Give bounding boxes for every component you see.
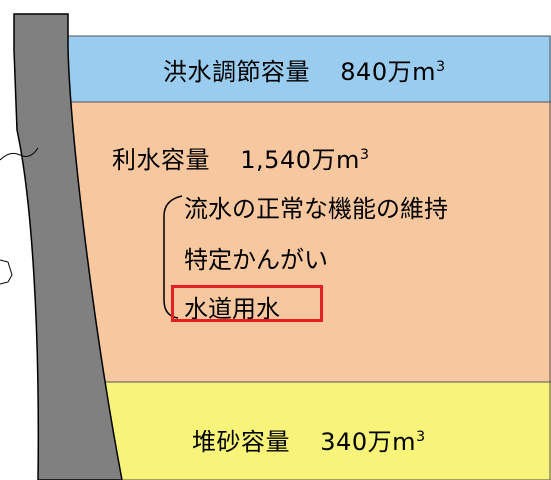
flood-control-capacity-label: 洪水調節容量 840万m3	[163, 52, 446, 87]
water-use-amount: 1,540万m	[240, 146, 360, 174]
water-supply-highlight-box	[171, 285, 323, 322]
flood-control-name: 洪水調節容量	[163, 58, 310, 86]
purpose-bracket	[163, 195, 183, 319]
purpose-item-water-supply: 水道用水	[184, 295, 280, 323]
water-use-exp: 3	[359, 147, 370, 163]
downstream-area	[0, 0, 14, 480]
sediment-name: 堆砂容量	[192, 428, 290, 456]
water-use-capacity-label: 利水容量 1,540万m3	[112, 140, 370, 175]
purpose-item-normal-function: 流水の正常な機能の維持	[184, 195, 448, 223]
flood-control-exp: 3	[435, 59, 446, 75]
water-use-zone	[60, 102, 551, 382]
terrain-line-lower	[0, 259, 13, 285]
sediment-exp: 3	[415, 429, 426, 445]
flood-control-zone	[60, 36, 551, 102]
water-use-name: 利水容量	[112, 146, 210, 174]
terrain-line-upper	[0, 147, 39, 161]
sediment-capacity-label: 堆砂容量 340万m3	[192, 422, 426, 457]
purpose-item-irrigation: 特定かんがい	[184, 246, 328, 274]
flood-control-amount: 840万m	[340, 58, 436, 86]
sediment-zone	[60, 382, 551, 480]
sediment-amount: 340万m	[320, 428, 416, 456]
